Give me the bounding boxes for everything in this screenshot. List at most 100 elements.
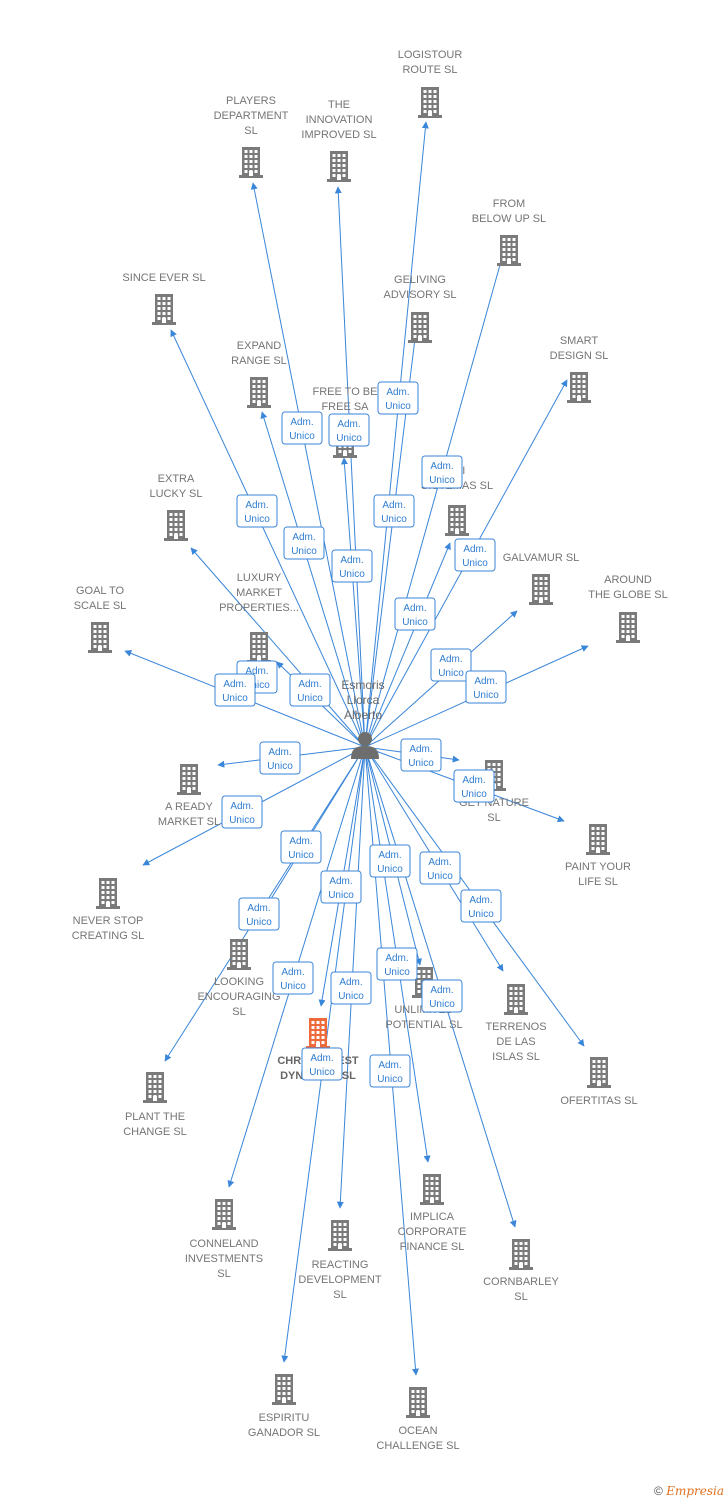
badge-line-1: Adm. bbox=[329, 876, 352, 887]
role-badge-paint[interactable]: Adm. Unico bbox=[453, 769, 495, 803]
role-badge-cornbarley[interactable]: Adm. Unico bbox=[421, 979, 463, 1013]
brand-name[interactable]: Empresia bbox=[666, 1484, 724, 1498]
company-label-smart-0: SMART bbox=[560, 335, 599, 347]
role-badge-terrenos[interactable]: Adm.Unico bbox=[460, 889, 502, 923]
company-label-extra-1: LUCKY SL bbox=[150, 488, 203, 500]
role-badge-chrono[interactable]: Adm.Unico bbox=[301, 1047, 343, 1081]
role-badge-looking[interactable]: Adm.Unico bbox=[238, 897, 280, 931]
role-badge-logistour[interactable]: Adm. Unico bbox=[377, 381, 419, 415]
center-person-node[interactable]: Esmoris Llorca Alberto bbox=[341, 678, 385, 759]
company-node-galvamur[interactable]: GALVAMUR SL bbox=[503, 552, 580, 605]
company-label-innovation-2: IMPROVED SL bbox=[301, 129, 376, 141]
role-badge-plant[interactable]: Adm. Unico bbox=[280, 830, 322, 864]
building-icon bbox=[247, 632, 271, 663]
edge-freetobe bbox=[340, 457, 366, 748]
badge-line-1: Adm. bbox=[430, 985, 453, 996]
company-label-luxury-0: LUXURY bbox=[237, 572, 282, 584]
company-label-terrenos-2: ISLAS SL bbox=[492, 1051, 540, 1063]
company-label-looking-1: ENCOURAGING bbox=[197, 991, 280, 1003]
role-badge-ofertitas[interactable]: Adm.Unico bbox=[419, 851, 461, 885]
role-badge-sinceever[interactable]: Adm.Unico bbox=[236, 494, 278, 528]
role-badge-getnature[interactable]: Adm.Unico bbox=[400, 738, 442, 772]
role-badge-ocean[interactable]: Adm.Unico bbox=[369, 1054, 411, 1088]
role-badge-implica[interactable]: Adm.Unico bbox=[369, 844, 411, 878]
badge-line-2: Unico bbox=[288, 850, 314, 861]
badge-line-2: Unico bbox=[385, 401, 411, 412]
building-icon bbox=[504, 984, 528, 1015]
badge-line-2: Unico bbox=[338, 991, 364, 1002]
badge-line-1: Adm. bbox=[462, 775, 485, 786]
role-badge-espiritu[interactable]: Adm.Unico bbox=[320, 870, 362, 904]
badge-line-2: Unico bbox=[377, 864, 403, 875]
badge-line-1: Adm. bbox=[289, 836, 312, 847]
role-badge-neverstop[interactable]: Adm.Unico bbox=[221, 795, 263, 829]
badge-line-1: Adm. bbox=[298, 679, 321, 690]
company-label-around-0: AROUND bbox=[604, 574, 652, 586]
badge-line-1: Adm. bbox=[386, 387, 409, 398]
badge-line-2: Unico bbox=[461, 789, 487, 800]
company-label-around-1: THE GLOBE SL bbox=[588, 589, 667, 601]
role-badge-galvamur[interactable]: Adm.Unico bbox=[430, 648, 472, 682]
copyright-symbol: © bbox=[654, 1484, 663, 1498]
role-badge-expand[interactable]: Adm.Unico bbox=[283, 526, 325, 560]
company-label-extra-0: EXTRA bbox=[158, 473, 195, 485]
company-node-luxury[interactable]: LUXURYMARKETPROPERTIES... bbox=[219, 572, 299, 663]
badge-line-2: Unico bbox=[280, 981, 306, 992]
role-badge-geliving[interactable]: Adm.Unico bbox=[373, 494, 415, 528]
role-badge-unlimited[interactable]: Adm.Unico bbox=[376, 947, 418, 981]
badge-line-1: Adm. bbox=[247, 903, 270, 914]
badge-line-2: Unico bbox=[384, 967, 410, 978]
company-label-ofertitas-0: OFERTITAS SL bbox=[560, 1095, 637, 1107]
role-badge-smart[interactable]: Adm.Unico bbox=[454, 538, 496, 572]
company-node-sinceever[interactable]: SINCE EVER SL bbox=[122, 272, 206, 325]
role-badge-aready[interactable]: Adm.Unico bbox=[259, 741, 301, 775]
badge-line-1: Adm. bbox=[340, 555, 363, 566]
company-node-extra[interactable]: EXTRA LUCKY SL bbox=[150, 473, 203, 541]
building-icon bbox=[177, 764, 201, 795]
company-label-conneland-1: INVESTMENTS bbox=[185, 1253, 263, 1265]
role-badge-innovation[interactable]: Adm.Unico bbox=[328, 413, 370, 447]
role-badge-freetobe[interactable]: Adm.Unico bbox=[331, 549, 373, 583]
role-badge-reacting[interactable]: Adm.Unico bbox=[330, 971, 372, 1005]
company-label-geliving-1: ADVISORY SL bbox=[384, 289, 457, 301]
role-badge-lei[interactable]: Adm.Unico bbox=[394, 597, 436, 631]
company-node-ofertitas[interactable]: OFERTITAS SL bbox=[560, 1057, 638, 1107]
building-icon bbox=[418, 87, 442, 118]
role-badge-players[interactable]: Adm.Unico bbox=[281, 411, 323, 445]
company-node-around[interactable]: AROUND THE GLOBE SL bbox=[588, 574, 668, 643]
role-badge-luxury[interactable]: Adm.Unico bbox=[289, 673, 331, 707]
building-icon bbox=[88, 622, 112, 653]
badge-line-1: Adm. bbox=[378, 1060, 401, 1071]
building-icon bbox=[497, 235, 521, 266]
role-badge-goal[interactable]: Adm.Unico bbox=[214, 673, 256, 707]
badge-line-2: Unico bbox=[429, 999, 455, 1010]
building-icon bbox=[408, 312, 432, 343]
company-label-terrenos-0: TERRENOS bbox=[485, 1021, 546, 1033]
company-label-players-0: PLAYERS bbox=[226, 95, 276, 107]
badge-line-2: Unico bbox=[289, 431, 315, 442]
role-badge-frombelow[interactable]: Adm.Unico bbox=[421, 455, 463, 489]
role-badge-around[interactable]: Adm.Unico bbox=[465, 670, 507, 704]
role-badge-conneland[interactable]: Adm.Unico bbox=[272, 961, 314, 995]
badge-line-1: Adm. bbox=[430, 461, 453, 472]
